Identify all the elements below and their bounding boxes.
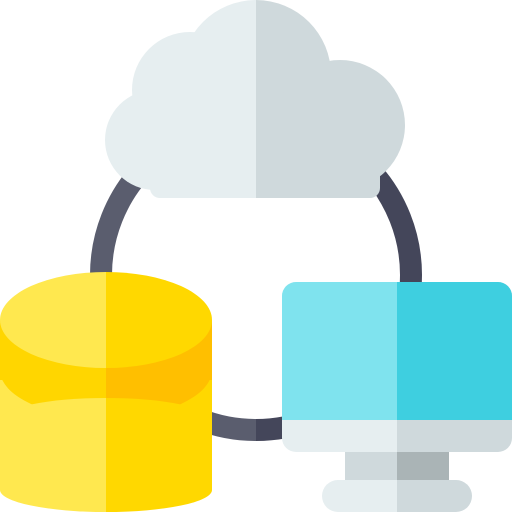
ring-right-half [256,109,422,441]
cloud-left-half [105,0,256,198]
database-icon [0,272,212,512]
cloud-icon [105,0,405,198]
monitor-left-half [282,282,397,512]
database-right-half [106,272,212,512]
monitor-right-half [397,282,512,512]
database-left-half [0,272,106,512]
monitor-icon [282,282,512,512]
cloud-right-half [256,0,405,198]
